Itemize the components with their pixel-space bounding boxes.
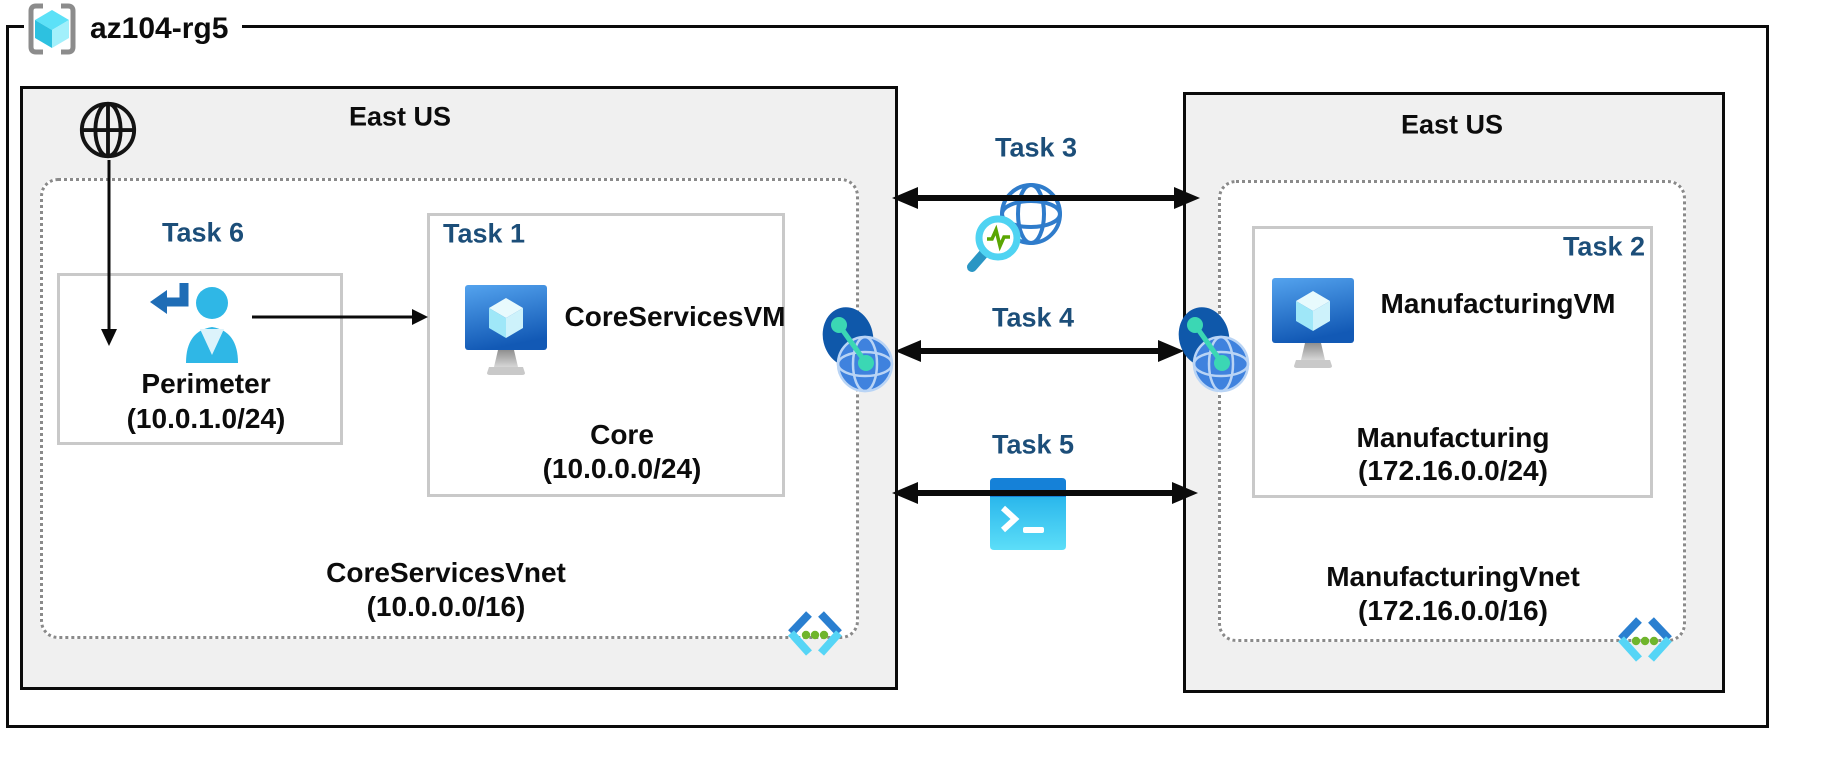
- internet-globe-icon: [79, 101, 137, 159]
- task2-label: Task 2: [1562, 231, 1645, 262]
- resource-group-boundary: [6, 25, 1769, 728]
- core-subnet-cidr: (10.0.0.0/24): [542, 452, 702, 484]
- task4-label: Task 4: [991, 302, 1075, 333]
- core-vm-name: CoreServicesVM: [564, 300, 786, 332]
- coreservices-vnet-name: CoreServicesVnet: [326, 556, 566, 588]
- vnet-peering-icon-left: [822, 307, 894, 393]
- task1-core-subnet-box: [427, 213, 785, 497]
- resource-group-name: az104-rg5: [90, 12, 229, 45]
- region-title-right: East US: [1400, 109, 1504, 140]
- task5-label: Task 5: [991, 429, 1075, 460]
- manufacturing-subnet-cidr: (172.16.0.0/24): [1358, 454, 1548, 486]
- manufacturing-vm-name: ManufacturingVM: [1380, 287, 1616, 319]
- network-watcher-icon: [967, 183, 1062, 272]
- vnet-peering-icon-right: [1178, 307, 1250, 393]
- user-sign-in-icon: [150, 283, 238, 363]
- subnet-code-icon-right: [1618, 617, 1672, 662]
- resource-group-badge: az104-rg5: [24, 0, 243, 58]
- region-title-left: East US: [348, 101, 452, 132]
- task6-label: Task 6: [161, 217, 245, 248]
- virtual-machine-icon: [465, 285, 547, 375]
- task1-label: Task 1: [442, 218, 526, 249]
- resource-group-icon: [28, 3, 76, 55]
- task3-label: Task 3: [994, 132, 1078, 163]
- perimeter-subnet-cidr: (10.0.1.0/24): [126, 402, 286, 434]
- core-subnet-name: Core: [590, 418, 654, 450]
- manufacturing-vnet-cidr: (172.16.0.0/16): [1358, 594, 1548, 626]
- subnet-code-icon-left: [788, 611, 842, 656]
- virtual-machine-icon: [1272, 278, 1354, 368]
- manufacturing-subnet-name: Manufacturing: [1356, 421, 1550, 453]
- perimeter-subnet-name: Perimeter: [141, 367, 271, 399]
- manufacturing-vnet-name: ManufacturingVnet: [1326, 560, 1580, 592]
- cloud-shell-icon: [990, 478, 1066, 550]
- coreservices-vnet-cidr: (10.0.0.0/16): [366, 590, 526, 622]
